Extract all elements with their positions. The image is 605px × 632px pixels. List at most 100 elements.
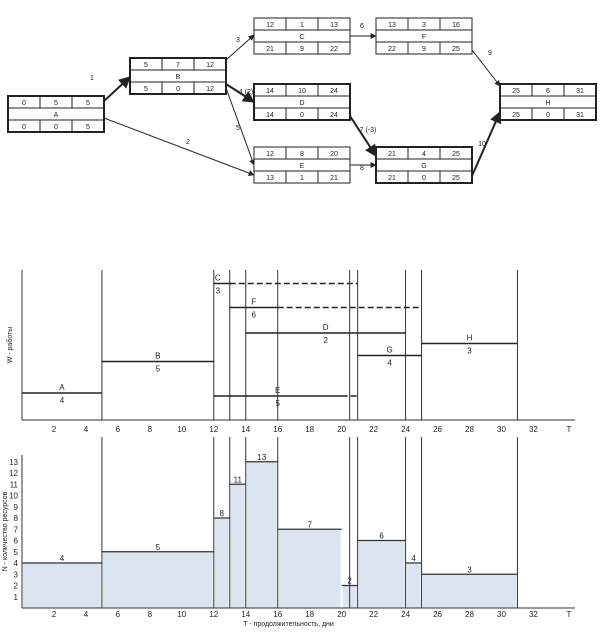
arrow-label-A-B: 1 (90, 75, 94, 82)
node-G-bottom-2: 25 (452, 175, 460, 182)
node-D-top-2: 24 (330, 88, 338, 95)
node-F-bottom-1: 9 (422, 46, 426, 53)
work-x-tick-26: 26 (433, 425, 442, 434)
node-A-top-0: 0 (22, 100, 26, 107)
node-B-bottom-0: 5 (144, 86, 148, 93)
node-C-top-1: 1 (300, 22, 304, 29)
resource-x-tick-6: 6 (116, 610, 121, 619)
resource-x-tick-30: 30 (497, 610, 506, 619)
node-A-bottom-0: 0 (22, 124, 26, 131)
node-E-top-1: 8 (300, 151, 304, 158)
resource-y-tick-12: 12 (9, 469, 18, 478)
node-E-box (253, 146, 351, 184)
work-x-tick-32: 32 (529, 425, 538, 434)
work-bar-label-B: B (155, 352, 160, 361)
node-E-name: E (300, 163, 305, 170)
resource-bar-12-13 (214, 518, 229, 608)
node-C-bottom-0: 21 (266, 46, 274, 53)
node-C-bottom-2: 22 (330, 46, 338, 53)
node-F-top-0: 13 (388, 22, 396, 29)
resource-x-tick-26: 26 (433, 610, 442, 619)
resource-x-tick-22: 22 (369, 610, 378, 619)
resource-bar-13-14 (230, 484, 245, 608)
resource-bar-25-31 (422, 574, 517, 608)
work-x-tick-18: 18 (305, 425, 314, 434)
node-E-top-0: 12 (266, 151, 274, 158)
node-H-bottom-2: 31 (576, 112, 584, 119)
work-bar-label-C: C (215, 274, 221, 283)
work-bar-label-G: G (386, 346, 392, 355)
resource-bar-0-5 (23, 563, 101, 608)
work-x-tick-20: 20 (337, 425, 346, 434)
work-bar-people-G: 4 (387, 359, 392, 368)
resource-x-tick-10: 10 (177, 610, 186, 619)
arrow-label-B-C: 3 (236, 37, 240, 44)
resource-x-tick-18: 18 (305, 610, 314, 619)
work-bar-people-C: 3 (216, 287, 221, 296)
resource-y-tick-2: 2 (14, 582, 19, 591)
resource-bar-5-12 (102, 551, 213, 608)
node-D-bottom-1: 0 (300, 112, 304, 119)
work-bar-people-D: 2 (323, 336, 328, 345)
resource-x-tick-2: 2 (52, 610, 57, 619)
resource-y-tick-11: 11 (10, 480, 19, 489)
arrow-label-A-E: 2 (186, 139, 190, 146)
work-bar-label-H: H (467, 334, 473, 343)
arrow-label-F-H: 9 (488, 50, 492, 57)
resource-bar-14-16 (246, 461, 277, 608)
arrow-label-B-D: 4 (2) (239, 89, 253, 96)
arrow-A-B (103, 76, 131, 102)
node-A-box (7, 95, 105, 133)
node-D-name: D (299, 100, 304, 107)
work-x-tick-14: 14 (241, 425, 250, 434)
arrow-D-G (349, 115, 377, 158)
work-x-tick-6: 6 (116, 425, 121, 434)
node-B-top-0: 5 (144, 62, 148, 69)
node-C-box (253, 17, 351, 55)
node-A-top-1: 5 (54, 100, 58, 107)
resource-y-tick-8: 8 (14, 514, 19, 523)
resource-x-tick-24: 24 (401, 610, 410, 619)
node-C-bottom-1: 9 (300, 46, 304, 53)
node-F-top-2: 16 (452, 22, 460, 29)
node-A-top-2: 5 (86, 100, 90, 107)
resource-bar-label-0: 4 (60, 554, 65, 563)
node-F-name: F (422, 34, 426, 41)
node-F-box (375, 17, 473, 55)
node-G-top-0: 21 (388, 151, 396, 158)
node-E-bottom-0: 13 (266, 175, 274, 182)
node-B-box (129, 57, 227, 95)
resource-y-tick-3: 3 (14, 570, 19, 579)
arrow-B-C (225, 34, 255, 61)
resource-x-tick-20: 20 (337, 610, 346, 619)
resource-y-tick-13: 13 (9, 458, 18, 467)
resource-bar-16-20 (278, 529, 341, 608)
resource-x-tick-14: 14 (241, 610, 250, 619)
network-nodes: 005055A55701212B1221191322C14141002424D1… (7, 17, 597, 184)
resource-x-label: T - продолжительность, дни (243, 621, 334, 628)
arrow-label-E-G: 8 (360, 165, 364, 172)
work-bar-label-E: E (275, 386, 280, 395)
work-bar-label-D: D (323, 323, 329, 332)
work-x-tick-10: 10 (177, 425, 186, 434)
arrow-label-G-H: 10 (478, 141, 486, 148)
work-x-tick-4: 4 (84, 425, 89, 434)
node-H-top-2: 31 (576, 88, 584, 95)
resource-x-tick-16: 16 (273, 610, 282, 619)
resource-x-tick-12: 12 (209, 610, 218, 619)
arrow-G-H (471, 110, 502, 177)
resource-chart: 4581113726431234567891011121324681012141… (2, 437, 575, 628)
node-A-bottom-2: 5 (86, 124, 90, 131)
resource-x-tick-4: 4 (84, 610, 89, 619)
node-G-top-1: 4 (422, 151, 426, 158)
node-F-bottom-2: 25 (452, 46, 460, 53)
node-B-name: B (176, 74, 181, 81)
resource-y-tick-1: 1 (14, 593, 19, 602)
node-G-bottom-1: 0 (422, 175, 426, 182)
